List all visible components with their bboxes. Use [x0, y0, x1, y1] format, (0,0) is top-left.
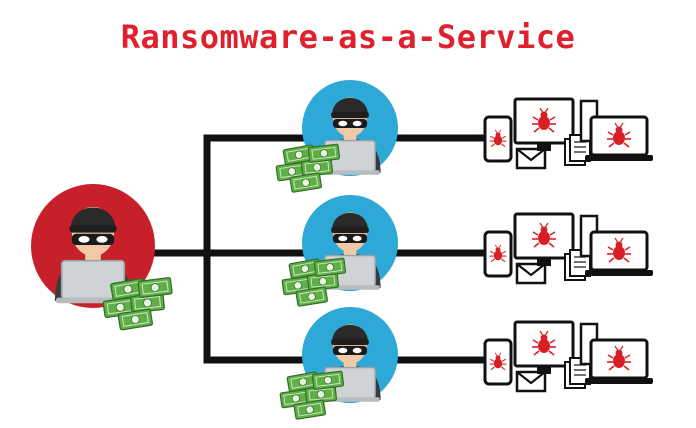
- infected-laptop-icon: [579, 99, 653, 161]
- money-stack-icon: [276, 144, 340, 192]
- victim-group-1: [483, 97, 653, 170]
- affiliate-node-2: [282, 195, 398, 306]
- infected-laptop-icon: [579, 322, 653, 384]
- money-stack-icon: [103, 278, 172, 331]
- infected-phone-icon: [483, 338, 513, 386]
- connector-lines: [146, 134, 494, 364]
- documents-icon: [564, 134, 591, 166]
- operator-node: [31, 184, 172, 330]
- email-icon: [515, 262, 547, 285]
- money-stack-icon: [282, 258, 346, 306]
- affiliate-node-1: [276, 80, 398, 192]
- victim-group-2: [483, 212, 653, 285]
- diagram-title: Ransomware-as-a-Service: [120, 18, 576, 56]
- email-icon: [515, 370, 547, 393]
- infected-phone-icon: [483, 115, 513, 163]
- infected-laptop-icon: [579, 214, 653, 276]
- infected-monitor-icon: [513, 212, 575, 266]
- email-icon: [515, 147, 547, 170]
- infected-monitor-icon: [513, 97, 575, 151]
- infected-monitor-icon: [513, 320, 575, 374]
- victim-group-3: [483, 320, 653, 393]
- infected-phone-icon: [483, 230, 513, 278]
- affiliate-node-3: [280, 307, 398, 419]
- money-stack-icon: [280, 371, 344, 419]
